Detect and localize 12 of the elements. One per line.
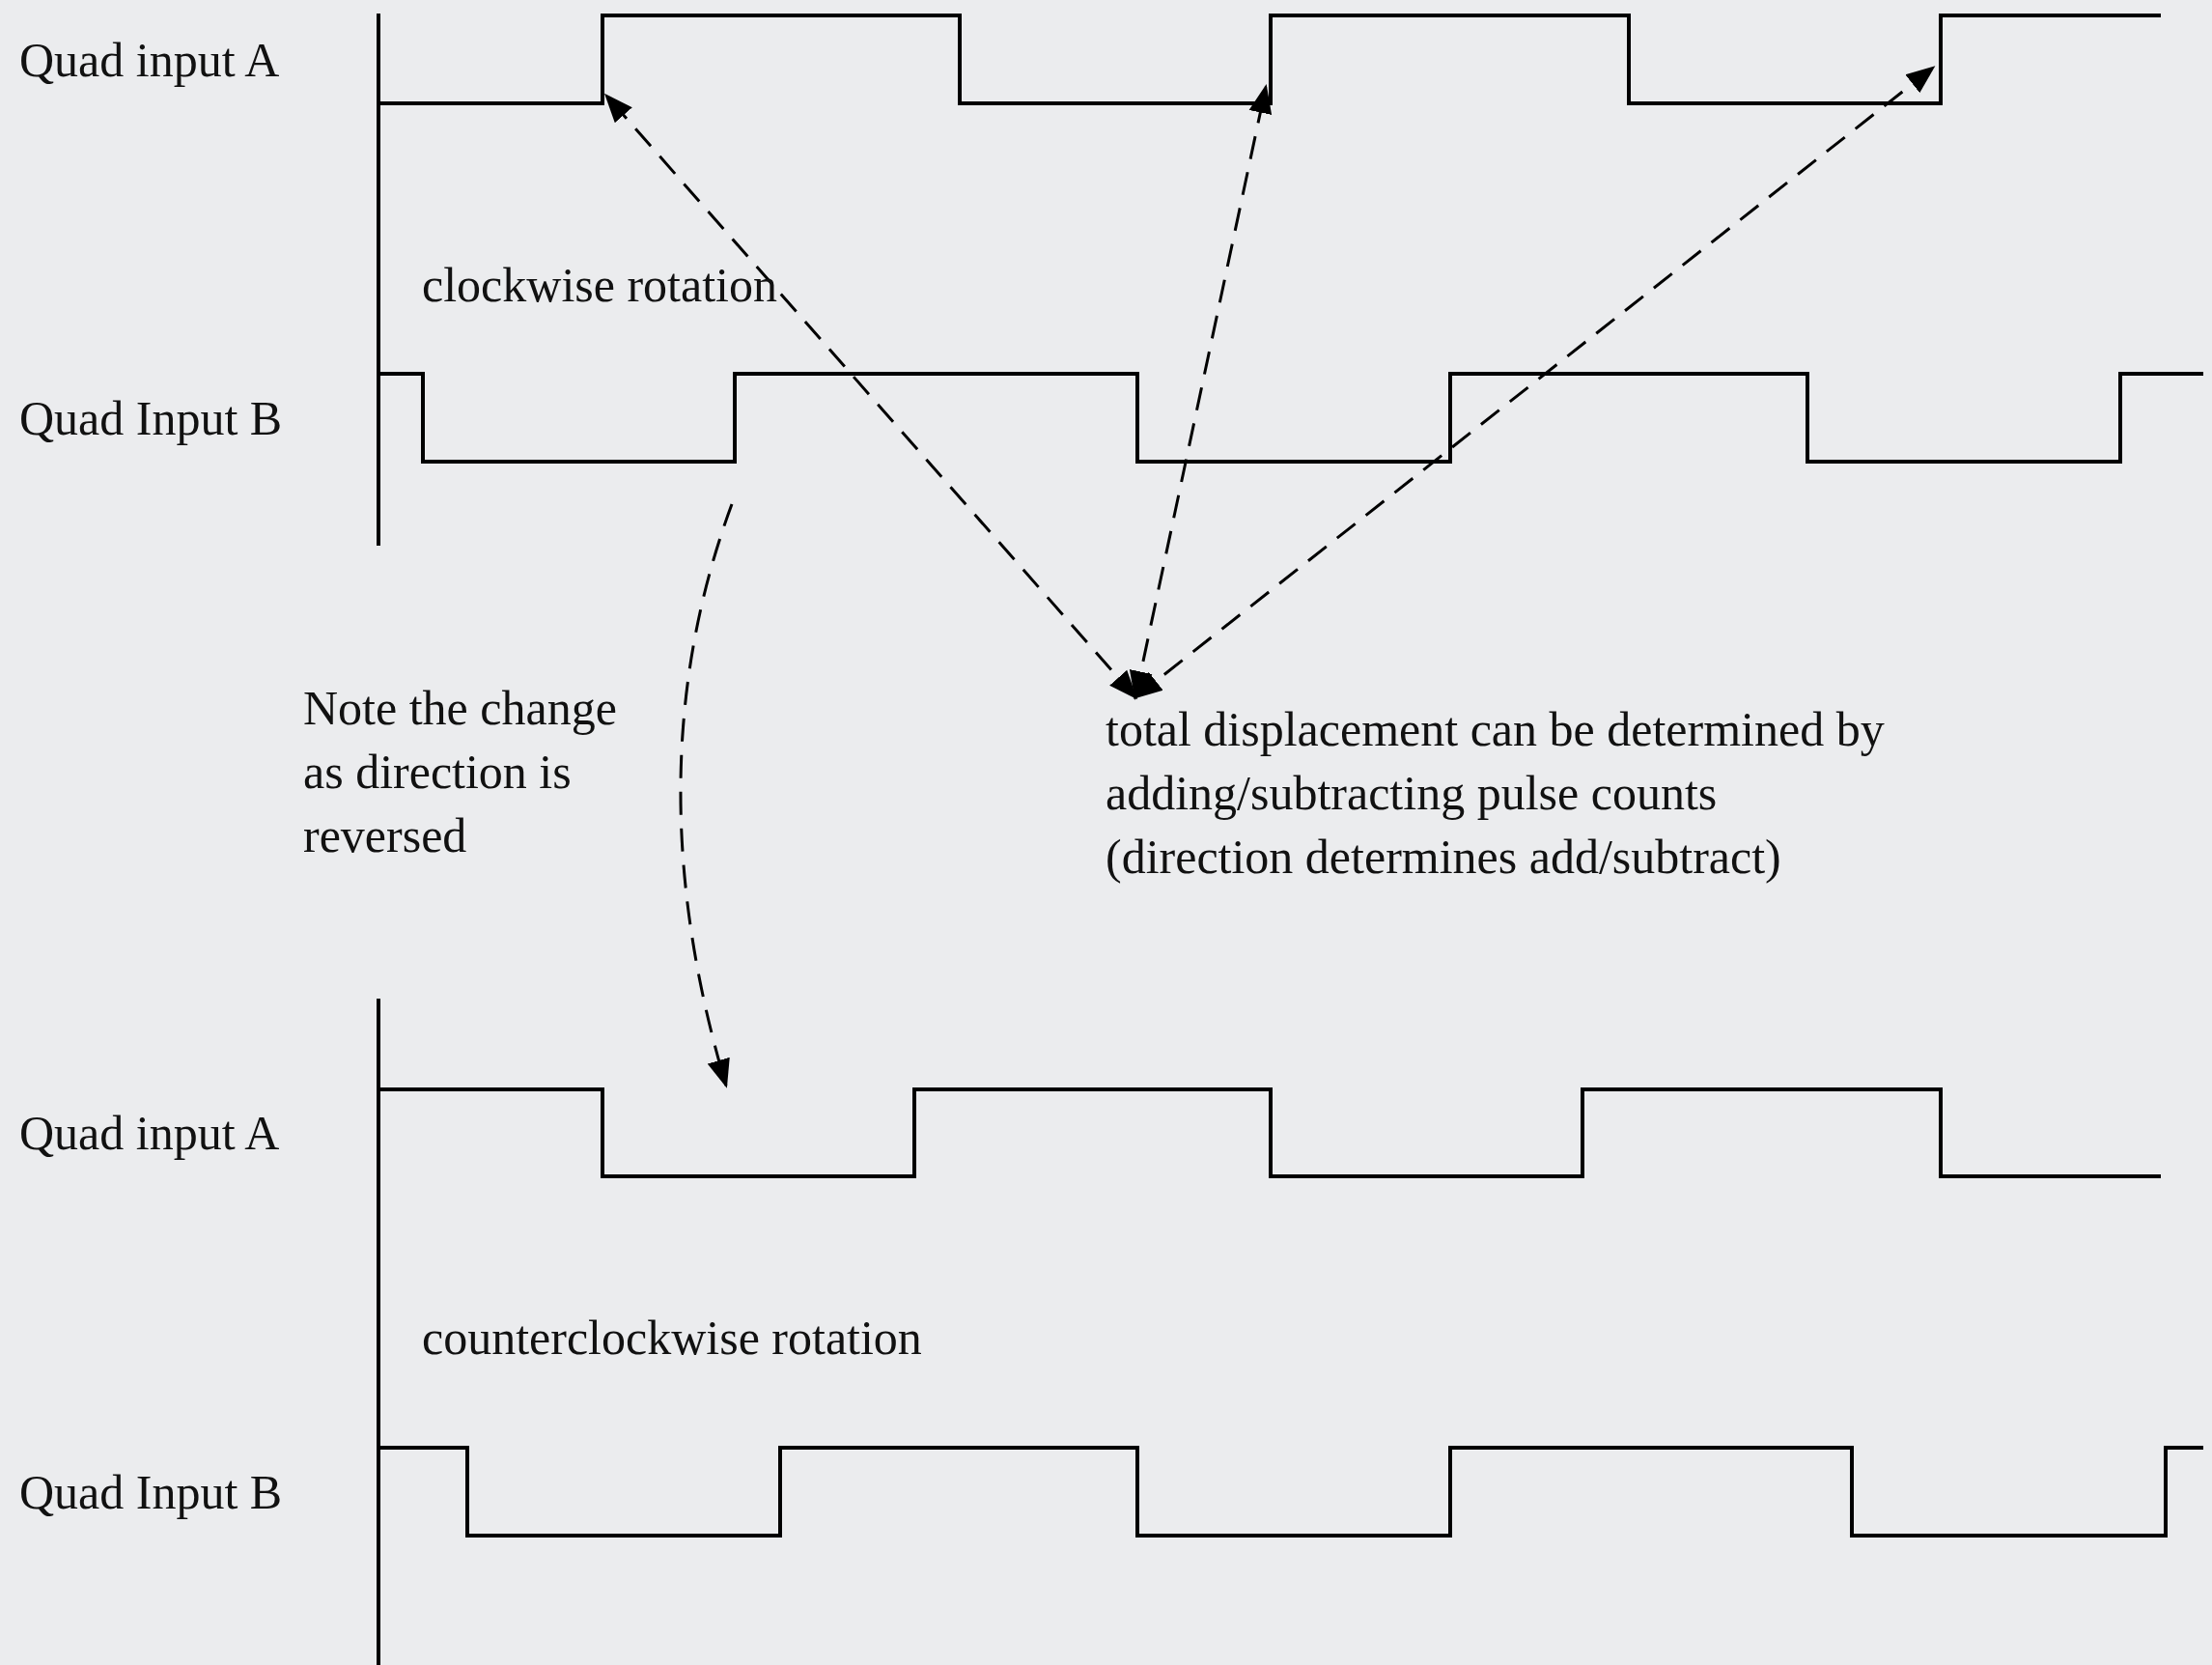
leader-line — [1129, 84, 1273, 700]
leader-line — [679, 503, 734, 1088]
rotation-label: counterclockwise rotation — [422, 1310, 922, 1367]
leader-line — [1133, 66, 1936, 699]
leader-line — [604, 93, 1137, 700]
signal-label: Quad input A — [19, 1105, 280, 1162]
rotation-label: clockwise rotation — [422, 257, 777, 314]
signal-label: Quad Input B — [19, 389, 283, 447]
signal-label: Quad Input B — [19, 1463, 283, 1521]
annotation-text: total displacement can be determined by adding/subtracting pulse counts (direction determines add/subtract) — [1106, 701, 1886, 886]
edge-label: Note the change as direction is reversed — [303, 680, 618, 864]
signal-label: Quad input A — [19, 31, 280, 89]
